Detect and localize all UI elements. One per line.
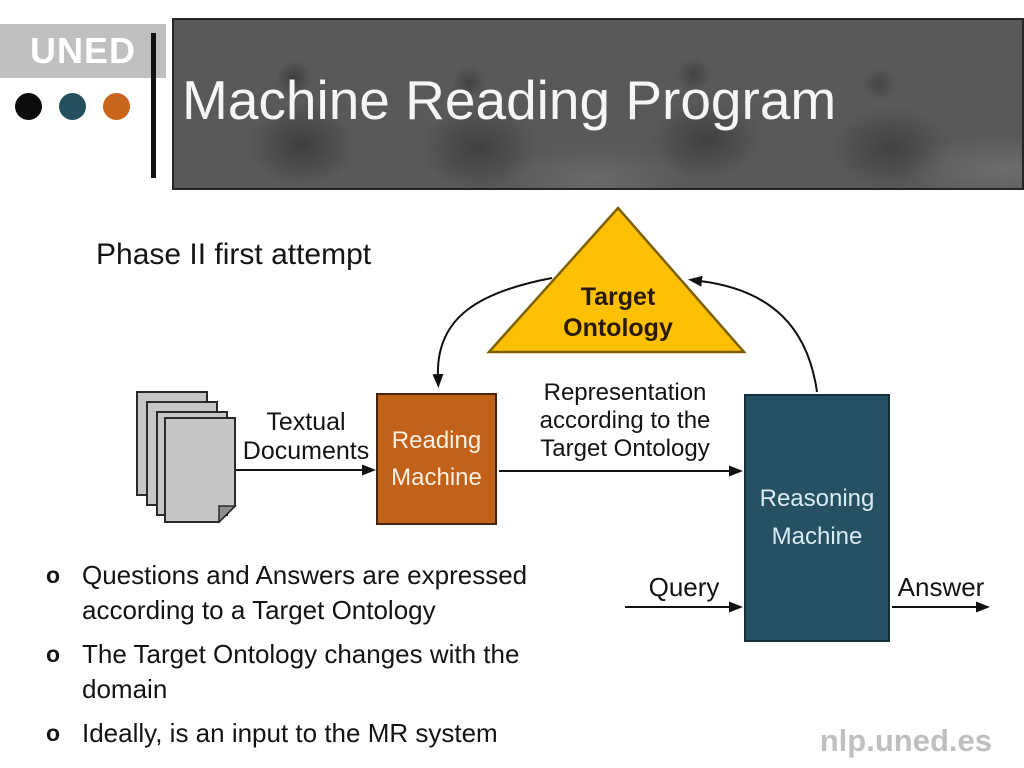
- bullet-item: o Questions and Answers are expressed ac…: [46, 558, 606, 628]
- answer-label: Answer: [897, 572, 985, 602]
- brand-divider-line: [151, 33, 156, 178]
- bullet-text: The Target Ontology changes with the dom…: [82, 639, 520, 704]
- bullet-item: o Ideally, is an input to the MR system: [46, 716, 606, 751]
- bullet-item: o The Target Ontology changes with the d…: [46, 637, 606, 707]
- brand-dot-orange: [103, 93, 130, 120]
- uned-wordmark: UNED: [29, 30, 136, 71]
- uned-logo-banner: UNED: [0, 24, 166, 78]
- brand-dots: [15, 93, 130, 120]
- bullet-list: o Questions and Answers are expressed ac…: [46, 558, 606, 760]
- reading-machine-label: Reading: [391, 427, 482, 454]
- query-label: Query: [648, 572, 720, 602]
- slide-title: Machine Reading Program: [182, 69, 837, 131]
- document-page-fold: [218, 505, 237, 524]
- textual-documents-label: Textual Documents: [242, 408, 370, 465]
- arrow-reasoning-to-ontology: [688, 275, 818, 393]
- target-ontology-triangle: [486, 206, 747, 354]
- subtitle-text: Phase II first attempt: [96, 238, 372, 271]
- bullet-marker: o: [46, 641, 61, 667]
- header-banner: Machine Reading Program: [172, 18, 1024, 190]
- target-ontology-label: Target Ontology: [563, 283, 673, 342]
- bullet-text: Ideally, is an input to the MR system: [82, 718, 498, 748]
- brand-dot-black: [15, 93, 42, 120]
- arrow-ontology-to-reading: [432, 277, 553, 388]
- document-stack: [136, 391, 237, 524]
- reasoning-machine-label: Reasoning: [759, 485, 875, 512]
- footer-site-text: nlp.uned.es: [819, 723, 992, 758]
- bullet-marker: o: [46, 562, 61, 588]
- reasoning-machine-box: Reasoning Machine: [744, 394, 890, 642]
- brand-dot-teal: [59, 93, 86, 120]
- reading-machine-box: Reading Machine: [376, 393, 497, 525]
- bullet-text: Questions and Answers are expressed acco…: [82, 560, 528, 625]
- bullet-marker: o: [46, 720, 61, 746]
- representation-label: Representation according to the Target O…: [539, 379, 711, 462]
